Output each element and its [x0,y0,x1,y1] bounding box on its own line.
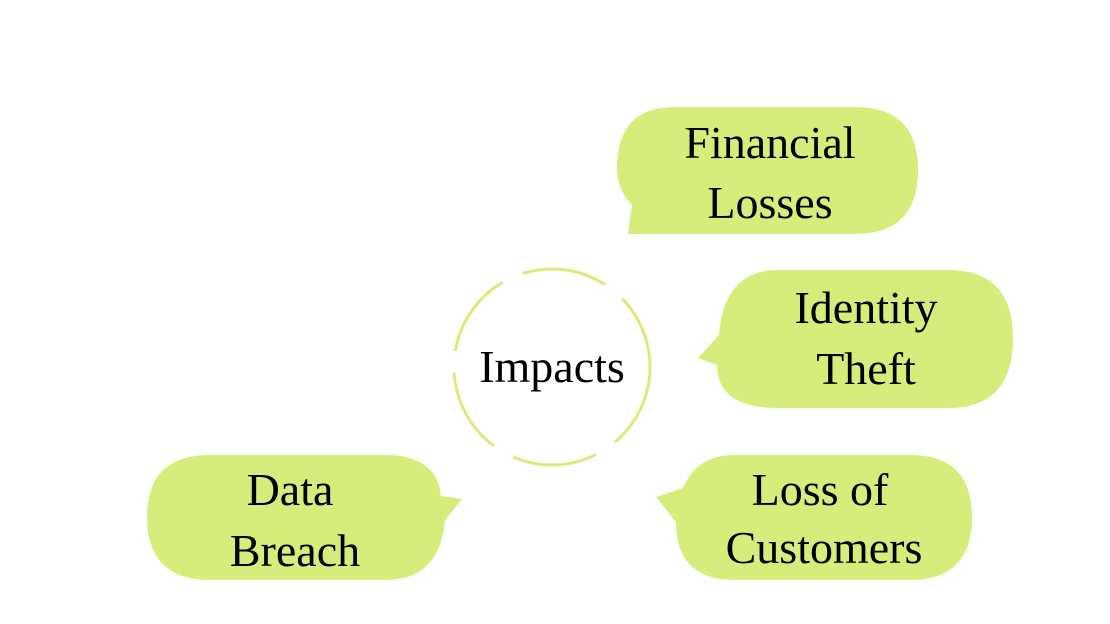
bubble-financial-losses-line-2-text: Losses [707,177,832,228]
bubble-data-breach-line-2: Breach [230,525,360,576]
bubble-financial-losses-line-1: Financial [684,117,855,168]
bubble-loss-of-customers-line-2: Customers [726,522,923,573]
bubble-data-breach: Data Breach [147,455,462,580]
center-node: Impacts [452,267,652,467]
bubble-data-breach-shape [147,455,462,580]
bubble-financial-losses: Financial Theft Losses [617,107,918,234]
center-ring [452,267,652,467]
center-label: Impacts [479,341,625,392]
bubble-loss-of-customers-shape [656,455,972,580]
bubble-loss-of-customers: Loss of Customers [656,455,972,580]
bubble-identity-theft: Identity Theft [698,270,1013,408]
bubble-identity-theft-line-1: Identity [794,282,937,333]
bubble-data-breach-line-1: Data [247,464,334,515]
bubble-identity-theft-shape [698,270,1013,408]
bubble-loss-of-customers-line-1: Loss of [752,464,889,515]
bubble-identity-theft-line-2: Theft [816,343,916,394]
bubble-financial-losses-shape [617,107,918,234]
